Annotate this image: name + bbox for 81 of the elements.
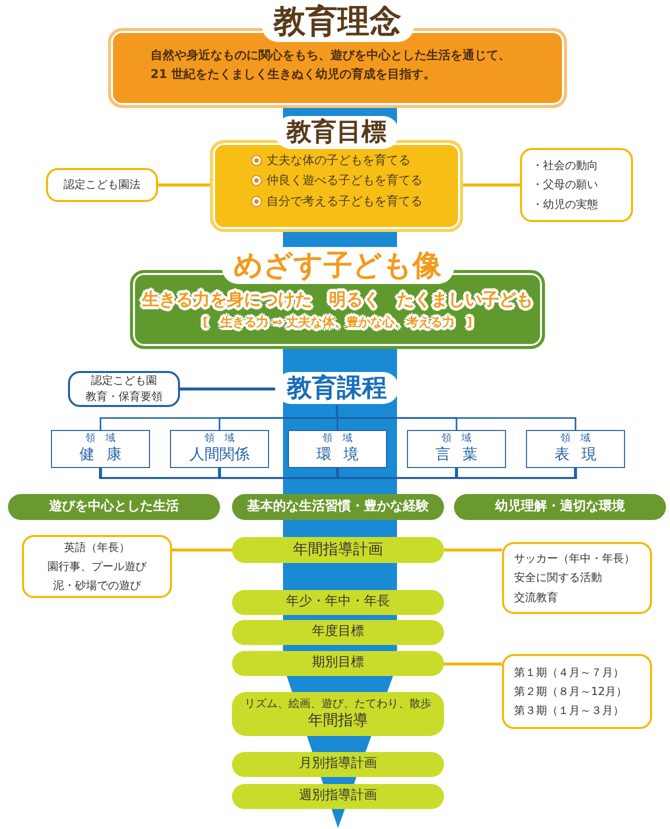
- philosophy-text: 自然や身近なものに関心をもち、遊びを中心とした生活を通じて、21 世紀をたくましく生きぬく幼児の育成を目指す。: [150, 46, 512, 83]
- note-box: [502, 542, 652, 614]
- domain-name: 健康: [78, 445, 134, 465]
- plan-pill: [232, 692, 444, 736]
- note-box: [22, 535, 172, 598]
- panel-heading: めざす子ども像: [224, 249, 452, 282]
- ideal-child-panel: [130, 249, 545, 349]
- connector-line: [455, 468, 458, 477]
- note-box: [520, 148, 633, 222]
- plan-text: リズム、絵画、遊び、たてわり、散歩: [244, 697, 432, 712]
- goal-text: 丈夫な体の子どもを育てる: [266, 152, 410, 169]
- domain-box: [526, 430, 625, 468]
- domain-label: 領域: [204, 433, 244, 446]
- plan-text: 期別目標: [312, 655, 364, 672]
- connector-line: [444, 548, 502, 552]
- theme-text: 遊びを中心とした生活: [49, 498, 179, 516]
- note-box: [68, 371, 180, 407]
- domain-name: 環境: [316, 445, 370, 465]
- domain-label: 領域: [440, 433, 482, 446]
- connector-line: [180, 388, 278, 390]
- note-text: 第２期（８月～12月）: [514, 684, 627, 700]
- theme-text: 幼児理解・適切な環境: [495, 498, 625, 516]
- note-text: 英語（年長）: [64, 540, 130, 556]
- plan-text: 年間指導: [308, 711, 368, 731]
- plan-text: 週別指導計画: [299, 788, 377, 805]
- connector-line: [99, 468, 102, 477]
- plan-pill: [232, 651, 444, 676]
- goal-text: 自分で考える子どもを育てる: [266, 192, 422, 210]
- domain-label: 領域: [84, 433, 126, 446]
- note-text: 園行事、プール遊び: [48, 558, 146, 575]
- theme-pill: [232, 494, 444, 520]
- plan-pill: [232, 537, 444, 563]
- note-text: 第１期（４月～７月）: [514, 664, 624, 681]
- note-text: 交流教育: [514, 590, 558, 606]
- ideal-child-text: 生きる力を身につけた 明るく たくましい子ども: [142, 289, 533, 312]
- goals-panel: [210, 118, 463, 232]
- note-text: 認定こども園法: [64, 177, 140, 194]
- note-text: サッカー（年中・年長）: [514, 551, 635, 568]
- domain-box: [288, 430, 387, 468]
- note-text: ・幼児の実態: [532, 196, 598, 213]
- plan-text: 年度目標: [312, 624, 364, 641]
- connector-line: [336, 468, 339, 477]
- connector-line: [172, 548, 232, 552]
- domain-name: 言葉: [434, 445, 490, 465]
- note-text: ・社会の動向: [532, 158, 598, 174]
- plan-pill: [232, 620, 444, 645]
- theme-pill: [454, 494, 666, 520]
- note-text: ・父母の願い: [532, 177, 598, 194]
- panel-heading: 教育理念: [264, 3, 412, 40]
- domain-box: [407, 430, 506, 468]
- plan-pill: [232, 590, 444, 615]
- heading-text: 教育課程: [277, 374, 397, 402]
- plan-pill: [232, 752, 444, 777]
- note-text: 泥・砂場での遊び: [53, 578, 141, 594]
- domain-name: 人間関係: [190, 445, 250, 465]
- plan-pill: [232, 784, 444, 809]
- ideal-child-note: [ 生きる力 ⇒ 丈夫な体、豊かな心、考える力 ]: [202, 314, 472, 332]
- plan-text: 年少・年中・年長: [286, 594, 390, 611]
- connector-line: [158, 184, 210, 186]
- plan-text: 月別指導計画: [299, 756, 377, 773]
- connector-line: [444, 662, 502, 666]
- panel-heading: 教育目標: [276, 118, 396, 147]
- connector-line: [463, 184, 520, 186]
- domain-box: [51, 430, 150, 468]
- goal-text: 仲良く遊べる子どもを育てる: [266, 172, 422, 190]
- note-text: 第３期（１月～３月）: [514, 703, 624, 720]
- plan-text: 年間指導計画: [293, 540, 383, 560]
- theme-pill: [8, 494, 220, 520]
- note-box: [46, 168, 158, 202]
- domain-box: [170, 430, 269, 468]
- theme-text: 基本的な生活習慣・豊かな経験: [247, 498, 429, 516]
- domain-name: 表現: [554, 445, 608, 465]
- note-text: 教育・保育要領: [86, 389, 162, 405]
- connector-line: [574, 468, 577, 477]
- note-text: 認定こども園: [91, 372, 157, 388]
- connector-line: [218, 468, 221, 477]
- note-box: [502, 654, 652, 729]
- note-text: 安全に関する活動: [514, 570, 602, 586]
- philosophy-panel: [108, 3, 567, 108]
- domain-label: 領域: [322, 433, 362, 446]
- domain-label: 領域: [560, 433, 600, 446]
